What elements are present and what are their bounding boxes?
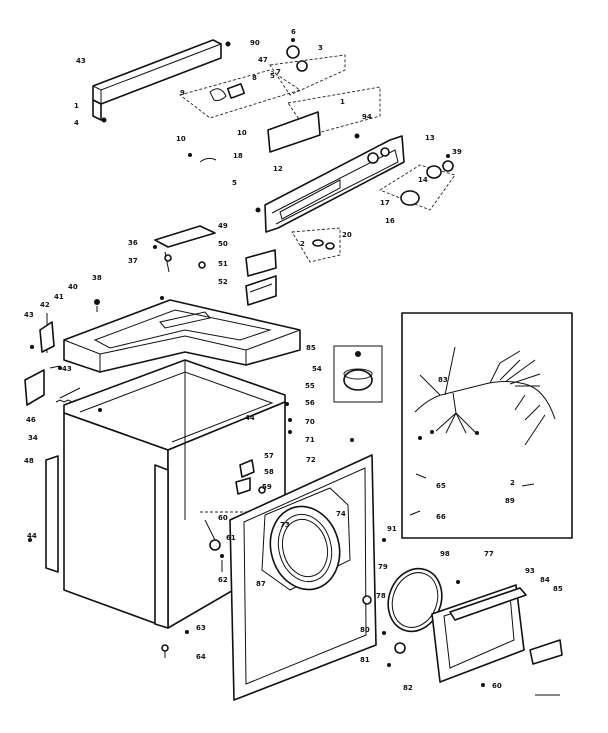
callout: 2	[300, 240, 305, 248]
console-clips	[291, 227, 341, 263]
callout: 72	[306, 456, 316, 464]
callout: 90	[250, 39, 260, 47]
callout: 6	[291, 28, 296, 36]
callout: 9	[180, 89, 185, 97]
callout: 83	[438, 376, 448, 384]
callout: 13	[425, 134, 435, 142]
callout: 38	[92, 274, 102, 282]
callout: 81	[360, 656, 370, 664]
callout: 18	[233, 152, 243, 160]
callout: 60	[218, 514, 228, 522]
callout: 66	[436, 513, 446, 521]
callout: 49	[218, 222, 228, 230]
callout: 5	[270, 72, 275, 80]
callout: 52	[218, 278, 228, 286]
callout: 61	[226, 534, 236, 542]
callout: 36	[128, 239, 138, 247]
callout: 39	[452, 148, 462, 156]
callout: 65	[436, 482, 446, 490]
callout: 3	[318, 44, 323, 52]
callout: 93	[525, 567, 535, 575]
callout: 43	[24, 311, 34, 319]
callout: 87	[256, 580, 266, 588]
callout: 64	[196, 653, 206, 661]
callout: 74	[336, 510, 346, 518]
callout: 44	[27, 532, 37, 540]
callout: 60	[492, 682, 502, 690]
callout: 43	[62, 365, 72, 373]
callout: 16	[385, 217, 395, 225]
callout: 1	[340, 98, 345, 106]
callout-labels: 43 1 4 90 6 3 47 7 5 8 9 10 1 94 13 10 1…	[24, 28, 563, 692]
callout: 91	[387, 525, 397, 533]
callout: 85	[306, 344, 316, 352]
control-knobs	[379, 154, 456, 211]
timer-switch-bracket	[179, 38, 346, 119]
callout: 51	[218, 260, 228, 268]
callout: 5	[232, 179, 237, 187]
callout: 50	[218, 240, 228, 248]
wiring-harness-inset	[401, 312, 573, 539]
callout: 98	[440, 550, 450, 558]
callout: 40	[68, 283, 78, 291]
callout: 79	[378, 563, 388, 571]
callout: 41	[54, 293, 64, 301]
callout: 43	[76, 57, 86, 65]
callout: 54	[312, 365, 322, 373]
callout: 47	[258, 56, 268, 64]
callout: 73	[280, 521, 290, 529]
console-backsplash	[92, 39, 231, 123]
door-latch-parts	[200, 459, 266, 572]
callout: 48	[24, 457, 34, 465]
control-panel	[188, 86, 405, 233]
callout: 71	[305, 436, 315, 444]
callout: 4	[74, 119, 79, 127]
callout: 57	[264, 452, 274, 460]
callout: 84	[540, 576, 550, 584]
callout: 58	[264, 468, 274, 476]
callout: 2	[510, 479, 515, 487]
callout: 37	[128, 257, 138, 265]
callout: 94	[362, 113, 372, 121]
callout: 1	[74, 102, 79, 110]
callout: 80	[360, 626, 370, 634]
callout: 44	[245, 414, 255, 422]
callout: 14	[418, 176, 428, 184]
lid-switch	[24, 313, 81, 406]
callout: 59	[262, 483, 272, 491]
callout: 7	[276, 68, 281, 76]
callout: 17	[380, 199, 390, 207]
front-panel	[229, 438, 386, 701]
callout: 70	[305, 418, 315, 426]
callout: 20	[342, 231, 352, 239]
door-assembly	[382, 567, 563, 696]
lid-hinge	[153, 225, 277, 306]
callout: 82	[403, 684, 413, 692]
callout: 12	[273, 165, 283, 173]
top-cover	[63, 296, 301, 373]
callout: 42	[40, 301, 50, 309]
callout: 55	[305, 382, 315, 390]
callout: 62	[218, 576, 228, 584]
callout: 78	[376, 592, 386, 600]
callout: 56	[305, 399, 315, 407]
callout: 10	[176, 135, 186, 143]
callout: 8	[252, 74, 257, 82]
pressure-switch	[333, 345, 383, 403]
callout: 46	[26, 416, 36, 424]
cabinet	[28, 359, 292, 658]
callout: 77	[484, 550, 494, 558]
callout: 89	[505, 497, 515, 505]
callout: 34	[28, 434, 38, 442]
callout: 63	[196, 624, 206, 632]
callout: 85	[553, 585, 563, 593]
callout: 10	[237, 129, 247, 137]
